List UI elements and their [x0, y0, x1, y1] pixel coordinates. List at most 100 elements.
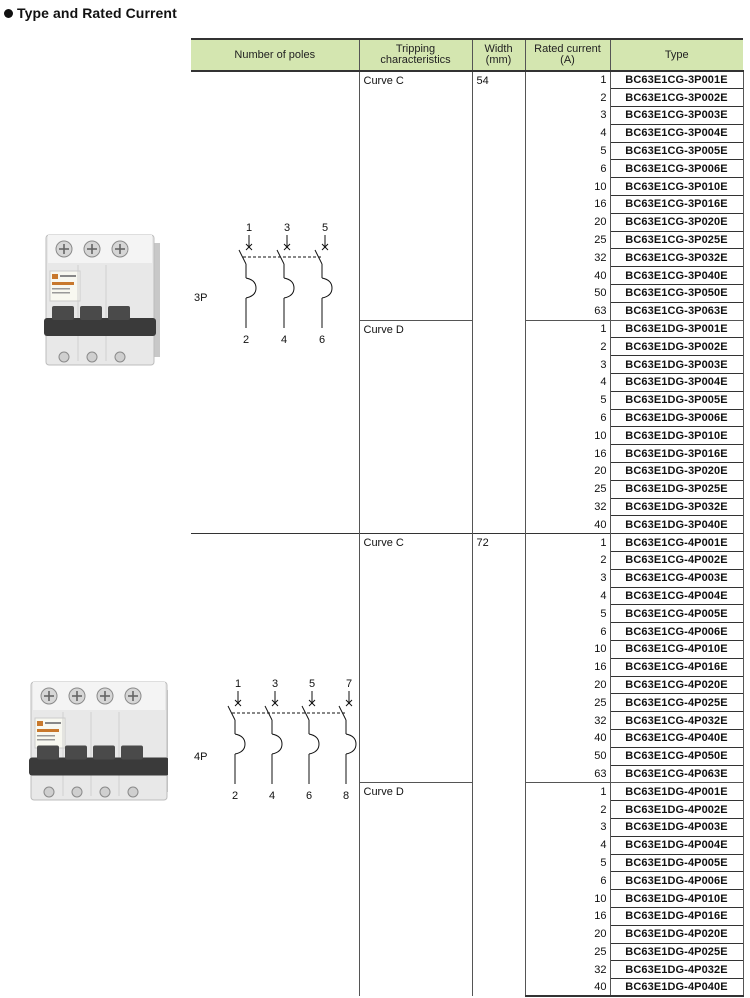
width-cell: 72 [471, 533, 526, 997]
rated-current-cell: 2 [524, 88, 611, 107]
rated-current-cell: 16 [524, 658, 611, 677]
poles-label: 4P [194, 751, 208, 763]
terminal-bottom-label: 8 [343, 790, 349, 802]
type-code-cell: BC63E1CG-4P004E [609, 586, 744, 605]
rated-current-cell: 32 [524, 960, 611, 979]
type-code-cell: BC63E1CG-3P063E [609, 301, 744, 321]
type-code-cell: BC63E1DG-4P040E [609, 978, 744, 998]
terminal-top-label: 1 [246, 222, 252, 234]
type-code-cell: BC63E1DG-3P004E [609, 373, 744, 392]
rated-current-cell: 10 [524, 889, 611, 908]
type-code-cell: BC63E1DG-3P005E [609, 390, 744, 410]
rated-current-cell: 6 [524, 159, 611, 178]
header-type: Type [609, 38, 743, 72]
type-code-cell: BC63E1DG-4P003E [609, 817, 744, 837]
tripping-curve-label: Curve C [363, 537, 404, 550]
type-code-cell: BC63E1DG-3P016E [609, 444, 744, 463]
type-code-cell: BC63E1DG-4P010E [609, 889, 744, 908]
type-code-cell: BC63E1DG-3P032E [609, 497, 744, 516]
type-code-cell: BC63E1CG-4P006E [609, 622, 744, 641]
rated-current-cell: 25 [524, 943, 611, 961]
rated-current-cell: 3 [524, 818, 611, 837]
type-code-cell: BC63E1CG-3P040E [609, 266, 744, 285]
rated-current-cell: 20 [524, 462, 611, 481]
type-code-cell: BC63E1DG-4P025E [609, 942, 744, 961]
header-width-text: Width (mm) [484, 43, 513, 66]
type-code-cell: BC63E1DG-3P010E [609, 426, 744, 445]
type-code-cell: BC63E1CG-3P004E [609, 123, 744, 143]
rated-current-cell: 63 [524, 765, 611, 783]
type-code-cell: BC63E1DG-4P016E [609, 906, 744, 926]
rated-current-cell: 4 [524, 124, 611, 143]
type-code-cell: BC63E1CG-3P025E [609, 230, 744, 249]
tripping-curve-cell: Curve C [358, 71, 473, 321]
rated-current-cell: 10 [524, 640, 611, 659]
type-code-cell: BC63E1CG-4P016E [609, 657, 744, 677]
section-title: Type and Rated Current [4, 5, 177, 21]
width-value: 54 [476, 75, 489, 87]
type-code-cell: BC63E1DG-3P001E [609, 319, 744, 338]
header-tripping-text: Tripping characteristics [380, 43, 451, 66]
rated-current-cell: 10 [524, 426, 611, 445]
type-code-cell: BC63E1DG-3P040E [609, 515, 744, 534]
type-rated-current-table: Number of poles Tripping characteristics… [191, 38, 744, 998]
type-code-cell: BC63E1CG-4P050E [609, 746, 744, 766]
rated-current-cell: 32 [524, 248, 611, 267]
type-code-cell: BC63E1CG-3P050E [609, 284, 744, 303]
header-poles: Number of poles [191, 38, 360, 72]
rated-current-cell: 20 [524, 213, 611, 232]
rated-current-cell: 3 [524, 569, 611, 588]
type-code-cell: BC63E1CG-3P020E [609, 212, 744, 232]
terminal-top-label: 7 [346, 678, 352, 690]
rated-current-cell: 6 [524, 409, 611, 427]
type-code-cell: BC63E1CG-3P005E [609, 141, 744, 160]
rated-current-cell: 50 [524, 747, 611, 766]
rated-current-cell: 20 [524, 925, 611, 944]
poles-cell [191, 71, 360, 534]
rated-current-cell: 5 [524, 604, 611, 623]
terminal-bottom-label: 6 [306, 790, 312, 802]
type-rated-current-table-wrap: Number of poles Tripping characteristics… [191, 38, 744, 998]
rated-current-cell: 2 [524, 551, 611, 570]
type-code-cell: BC63E1CG-4P010E [609, 640, 744, 659]
poles-label: 3P [194, 292, 208, 304]
rated-current-cell: 32 [524, 498, 611, 516]
type-code-cell: BC63E1DG-3P025E [609, 479, 744, 499]
type-code-cell: BC63E1DG-3P006E [609, 408, 744, 427]
tripping-curve-cell: Curve D [358, 319, 473, 534]
type-code-cell: BC63E1CG-3P006E [609, 159, 744, 178]
rated-current-cell: 5 [524, 142, 611, 160]
terminal-top-label: 3 [284, 222, 290, 234]
type-code-cell: BC63E1DG-3P003E [609, 355, 744, 374]
section-title-text: Type and Rated Current [17, 5, 177, 21]
rated-current-cell: 40 [524, 978, 611, 998]
terminal-top-label: 1 [235, 678, 241, 690]
